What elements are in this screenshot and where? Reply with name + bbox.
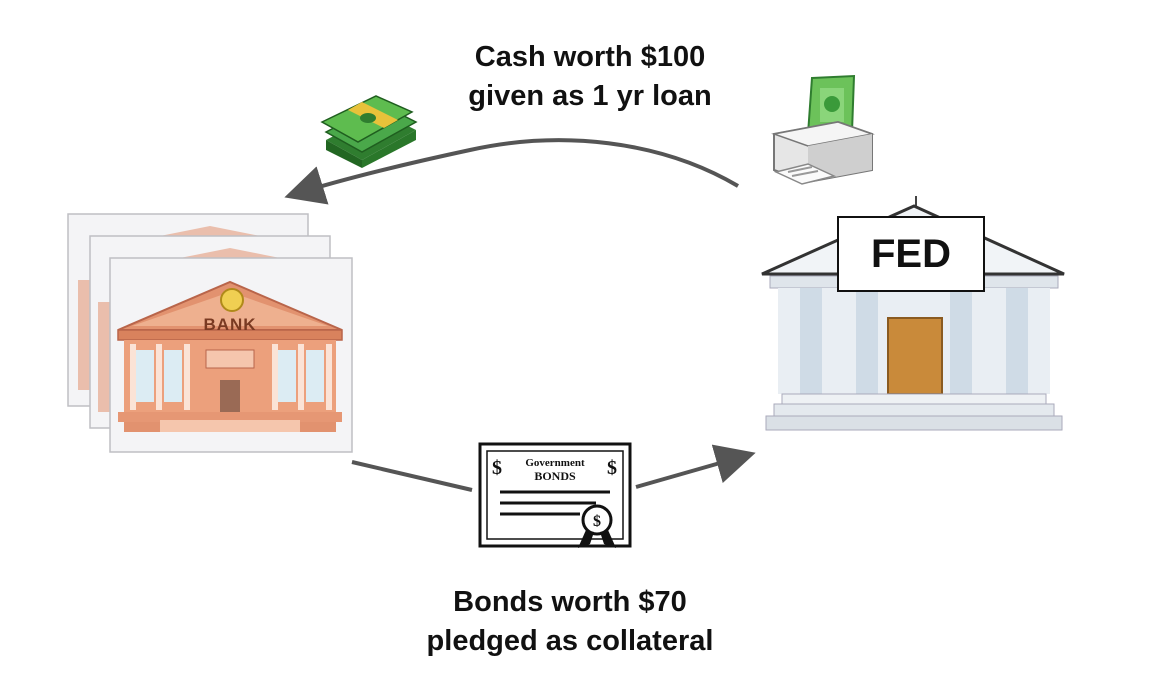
cash-flow-caption-line2: given as 1 yr loan bbox=[468, 80, 712, 112]
bonds-seal-symbol: $ bbox=[593, 513, 601, 530]
bonds-dollar-right: $ bbox=[607, 457, 617, 479]
cash-flow-caption-line1: Cash worth $100 bbox=[474, 41, 706, 73]
cash-flow-arrow bbox=[284, 138, 740, 205]
government-bonds-icon bbox=[478, 442, 632, 548]
bond-flow-caption-line2: pledged as collateral bbox=[426, 625, 714, 657]
bonds-dollar-left: $ bbox=[492, 457, 502, 479]
printer-icon bbox=[771, 74, 875, 185]
bond-flow-arrow-left bbox=[351, 460, 473, 492]
fed-label-box: FED bbox=[837, 216, 985, 292]
bonds-title-line2: BONDS bbox=[534, 469, 576, 483]
bank-building-icon bbox=[109, 257, 353, 453]
cash-flow-caption: Cash worth $100 given as 1 yr loan bbox=[390, 38, 790, 116]
fed-label: FED bbox=[871, 231, 951, 276]
money-stack-icon bbox=[320, 95, 418, 168]
bond-flow-caption-line1: Bonds worth $70 bbox=[453, 586, 687, 618]
bank-sign: BANK bbox=[203, 315, 256, 334]
bond-flow-arrow-right bbox=[635, 444, 756, 489]
bond-flow-caption: Bonds worth $70 pledged as collateral bbox=[370, 583, 770, 661]
bonds-title-line1: Government bbox=[525, 457, 585, 469]
